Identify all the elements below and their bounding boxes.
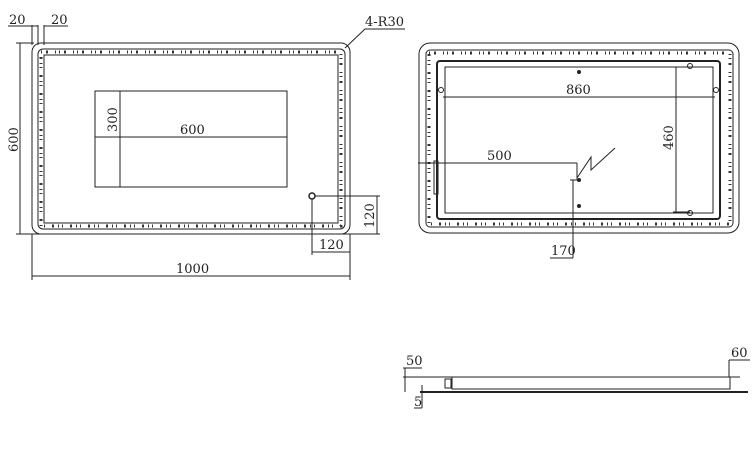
- dim-frame-inner: 20: [51, 13, 68, 28]
- dim-sensor-height: 300: [106, 107, 121, 132]
- hook-icon: [687, 210, 693, 216]
- sensor-area: [94, 90, 288, 188]
- switch: [433, 160, 439, 195]
- dim-wire-x: 500: [487, 149, 512, 164]
- dim-button-bottom: 120: [363, 203, 378, 228]
- wire-icon: [576, 147, 616, 180]
- dim-depth: 50: [406, 354, 423, 369]
- dim-edge: 60: [731, 346, 748, 361]
- mirror-inner: [43, 54, 339, 224]
- hook-icon: [438, 87, 444, 93]
- dim-corner-radius: 4-R30: [365, 15, 404, 30]
- led-band-outer: [37, 48, 346, 230]
- dim-bracket-height: 460: [662, 125, 677, 150]
- back-band-speckle: [427, 51, 732, 226]
- back-band-outer: [425, 49, 734, 228]
- back-outline: [418, 42, 740, 234]
- dim-width: 1000: [176, 262, 209, 277]
- touch-button-icon: [308, 192, 316, 200]
- front-view: 300 600 20 20 4-R30 600 1000 120 120: [7, 13, 405, 280]
- dim-gap: 5: [414, 395, 422, 410]
- mirror-outline: [31, 42, 351, 235]
- side-view: 50 5 60: [403, 346, 750, 410]
- mounting-frame: [436, 60, 721, 220]
- dim-wire-y: 170: [551, 244, 576, 259]
- dim-height: 600: [7, 127, 22, 152]
- dim-bracket-width: 860: [566, 83, 591, 98]
- led-band-speckle: [39, 50, 343, 228]
- dim-button-right: 120: [319, 238, 344, 253]
- hook-icon: [687, 63, 693, 69]
- dim-sensor-width: 600: [180, 123, 205, 138]
- hook-icon: [713, 87, 719, 93]
- back-view: 860 460 500 170: [418, 42, 740, 259]
- dim-frame-left: 20: [9, 13, 26, 28]
